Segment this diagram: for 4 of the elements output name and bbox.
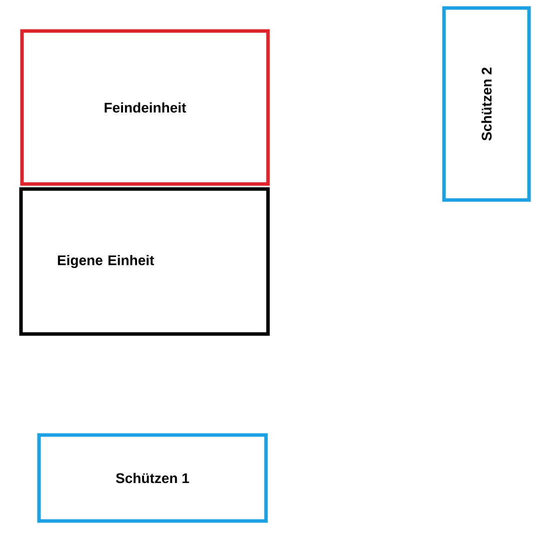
unit-box: Schützen 2 bbox=[442, 6, 531, 202]
unit-box: Eigene Einheit bbox=[19, 187, 270, 336]
unit-box: Schützen 1 bbox=[37, 433, 268, 523]
unit-box: Feindeinheit bbox=[20, 29, 270, 186]
